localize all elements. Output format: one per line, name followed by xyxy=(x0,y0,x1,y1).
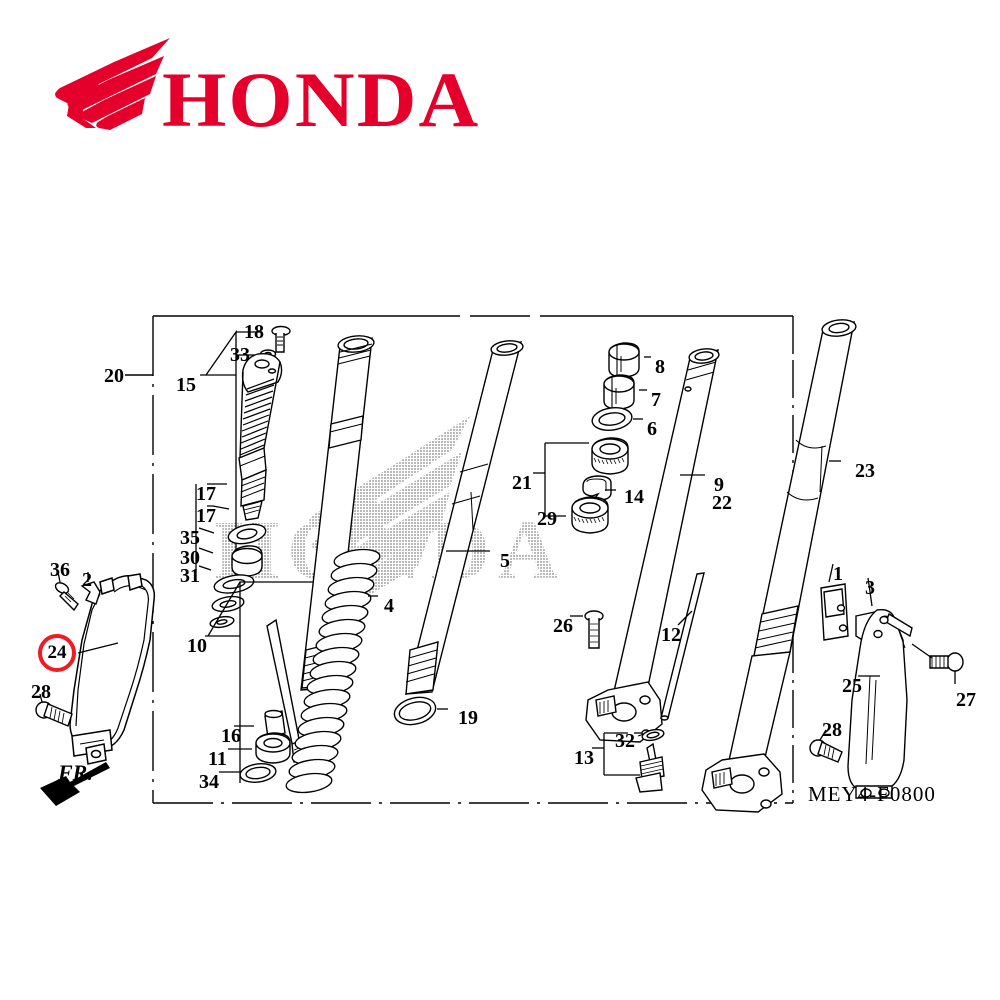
part-9-22-fork-slider xyxy=(585,348,720,743)
part-17-seal-lower xyxy=(231,545,263,577)
part-group-13-32 xyxy=(592,728,665,793)
callout-label-36[interactable]: 36 xyxy=(50,559,70,581)
callout-label-17[interactable]: 17 xyxy=(196,505,216,527)
callout-label-21[interactable]: 21 xyxy=(512,472,532,494)
callout-label-34[interactable]: 34 xyxy=(199,771,219,793)
callout-label-14[interactable]: 14 xyxy=(624,486,644,508)
part-29-dust-seal xyxy=(571,496,609,534)
callout-label-7[interactable]: 7 xyxy=(651,389,661,411)
part-19-ring xyxy=(393,696,448,726)
part-15-damper-body xyxy=(238,352,283,521)
callout-label-10[interactable]: 10 xyxy=(187,635,207,657)
callout-label-26[interactable]: 26 xyxy=(553,615,573,637)
callout-label-6[interactable]: 6 xyxy=(647,418,657,440)
part-28-bolt-left xyxy=(35,693,73,727)
honda-brand-header: HONDA xyxy=(0,0,1000,150)
part-16-collar xyxy=(264,709,286,739)
part-21-oil-seal xyxy=(591,437,629,475)
honda-wing-icon xyxy=(55,38,170,130)
part-17-seal-upper xyxy=(227,523,267,545)
part-11-bush xyxy=(255,732,291,764)
callout-label-9[interactable]: 9 xyxy=(714,474,724,496)
callout-label-4[interactable]: 4 xyxy=(384,595,394,617)
callout-label-19[interactable]: 19 xyxy=(458,707,478,729)
part-27-bolt xyxy=(911,643,964,684)
part-31-washer xyxy=(209,615,235,629)
callout-label-23[interactable]: 23 xyxy=(855,460,875,482)
highlight-circle-part-24[interactable] xyxy=(38,634,76,672)
part-4-fork-spring xyxy=(285,548,381,794)
part-28-bolt-right xyxy=(809,729,843,763)
callout-label-33[interactable]: 33 xyxy=(230,344,250,366)
callout-label-11[interactable]: 11 xyxy=(208,748,227,770)
honda-wordmark: HONDA xyxy=(162,56,481,143)
callout-label-20[interactable]: 20 xyxy=(104,365,124,387)
callout-label-17[interactable]: 17 xyxy=(196,483,216,505)
callout-label-12[interactable]: 12 xyxy=(661,624,681,646)
part-13-drain-screw xyxy=(635,742,665,793)
part-7-guide-bush xyxy=(603,374,647,410)
part-8-slider-bush xyxy=(608,342,651,378)
part-1-cable-guide xyxy=(820,563,849,641)
callout-label-29[interactable]: 29 xyxy=(537,508,557,530)
part-25-fork-guard-rh xyxy=(847,609,913,799)
background-watermark: HONDA xyxy=(214,416,567,608)
part-6-backup-ring xyxy=(591,407,643,431)
part-26-bolt xyxy=(570,610,604,649)
callout-label-3[interactable]: 3 xyxy=(865,577,875,599)
callout-label-28[interactable]: 28 xyxy=(822,719,842,741)
front-direction-arrow xyxy=(40,762,110,806)
callout-label-22[interactable]: 22 xyxy=(712,492,732,514)
part-23-outer-tube xyxy=(701,319,857,813)
callout-label-1[interactable]: 1 xyxy=(833,563,843,585)
front-direction-label: FR. xyxy=(58,760,93,785)
callout-label-27[interactable]: 27 xyxy=(956,689,976,711)
callout-label-15[interactable]: 15 xyxy=(176,374,196,396)
callout-label-32[interactable]: 32 xyxy=(615,730,635,752)
part-group-15-damper xyxy=(195,325,291,629)
callout-label-5[interactable]: 5 xyxy=(500,550,510,572)
callout-label-25[interactable]: 25 xyxy=(842,675,862,697)
callout-label-13[interactable]: 13 xyxy=(574,747,594,769)
part-34-ring xyxy=(239,763,277,783)
part-5-fork-pipe xyxy=(405,340,524,695)
svg-text:HONDA: HONDA xyxy=(214,504,567,597)
callout-label-16[interactable]: 16 xyxy=(221,725,241,747)
callout-label-30[interactable]: 30 xyxy=(180,547,200,569)
part-14-stop-ring xyxy=(582,475,616,501)
part-30-washer xyxy=(211,595,245,613)
callout-label-28[interactable]: 28 xyxy=(31,681,51,703)
callout-label-2[interactable]: 2 xyxy=(82,569,92,591)
part-18-bolt xyxy=(271,325,291,353)
callout-label-8[interactable]: 8 xyxy=(655,356,665,378)
part-36-screw xyxy=(54,571,79,612)
callout-label-31[interactable]: 31 xyxy=(180,565,200,587)
callout-label-35[interactable]: 35 xyxy=(180,527,200,549)
part-group-seals xyxy=(533,342,651,534)
part-code-label: MEY4-F0800 xyxy=(808,782,936,806)
part-24-fork-guard-lh xyxy=(69,573,156,765)
highlight-label-part-24: 24 xyxy=(47,642,67,663)
part-32-oring xyxy=(634,728,665,742)
part-2-clip xyxy=(80,572,101,605)
part-12-push-rod xyxy=(660,572,705,721)
callout-label-18[interactable]: 18 xyxy=(244,321,264,343)
